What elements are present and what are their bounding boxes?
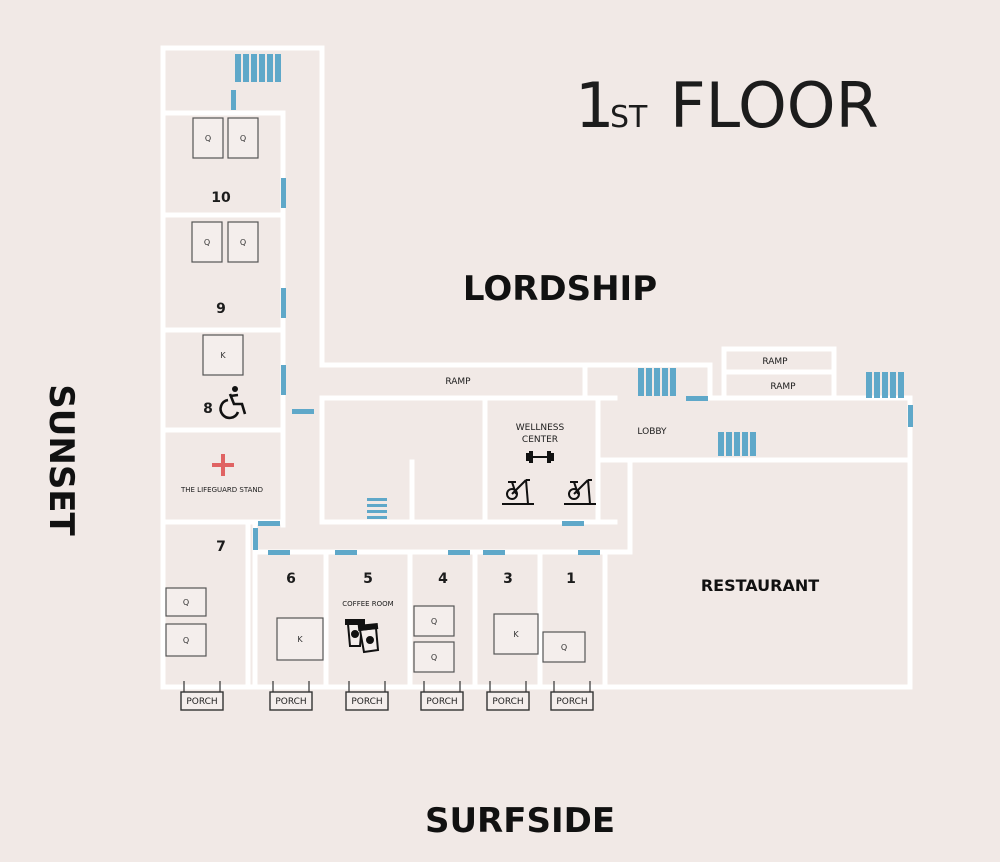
room-number: 4 bbox=[438, 571, 448, 587]
bed bbox=[202, 334, 244, 376]
room-number: 10 bbox=[211, 190, 231, 206]
doors bbox=[231, 90, 913, 555]
lifeguard-cross-icon bbox=[212, 454, 234, 476]
dumbbell-icon bbox=[526, 451, 554, 463]
room-1: 1 Q bbox=[542, 571, 586, 663]
room-number: 6 bbox=[286, 571, 296, 587]
stairs-icon bbox=[235, 54, 904, 519]
bed-type: Q bbox=[561, 643, 567, 652]
bed-type: K bbox=[220, 351, 226, 360]
bed bbox=[413, 641, 455, 673]
bed bbox=[276, 617, 324, 661]
porch-label: PORCH bbox=[492, 697, 523, 707]
bed-type: Q bbox=[205, 134, 211, 143]
street-sunset: SUNSET bbox=[41, 384, 81, 536]
bed bbox=[227, 117, 259, 159]
bed-type: Q bbox=[183, 636, 189, 645]
coffee-room-label: COFFEE ROOM bbox=[342, 600, 393, 608]
bed-type: Q bbox=[431, 653, 437, 662]
wellness-label-line1: WELLNESS bbox=[516, 423, 565, 433]
bed bbox=[165, 623, 207, 657]
bed bbox=[413, 605, 455, 637]
lobby-label: LOBBY bbox=[637, 427, 667, 437]
floor-title: 1 ST FLOOR bbox=[575, 69, 879, 142]
room-number: 5 bbox=[363, 571, 373, 587]
room-number: 1 bbox=[566, 571, 576, 587]
porch-label: PORCH bbox=[275, 697, 306, 707]
room-6: 6 K bbox=[276, 571, 324, 661]
room-10: 10 Q Q bbox=[192, 117, 259, 206]
room-3: 3 K bbox=[493, 571, 539, 655]
porch-4: PORCH bbox=[420, 681, 464, 711]
ramp-lower-label: RAMP bbox=[770, 382, 796, 392]
bed bbox=[227, 221, 259, 263]
coffee-cups-icon bbox=[345, 619, 380, 654]
room-4: 4 Q Q bbox=[413, 571, 455, 673]
room-number: 3 bbox=[503, 571, 513, 587]
porch-label: PORCH bbox=[351, 697, 382, 707]
bed-type: Q bbox=[204, 238, 210, 247]
accessible-icon bbox=[219, 386, 247, 420]
bed bbox=[165, 587, 207, 617]
exercise-bike-icon bbox=[564, 479, 596, 505]
street-surfside: SURFSIDE bbox=[425, 801, 615, 841]
floor-title-word: FLOOR bbox=[670, 69, 879, 142]
bed-type: Q bbox=[431, 617, 437, 626]
bed-type: Q bbox=[240, 238, 246, 247]
room-number: 7 bbox=[216, 539, 226, 555]
bed-type: K bbox=[513, 630, 519, 639]
restaurant-label: RESTAURANT bbox=[701, 576, 819, 595]
bed bbox=[542, 631, 586, 663]
porch-6: PORCH bbox=[269, 681, 313, 711]
floor-title-suffix: ST bbox=[610, 100, 648, 135]
porch-label: PORCH bbox=[426, 697, 457, 707]
porch-label: PORCH bbox=[186, 697, 217, 707]
porches: PORCH PORCH PORCH PORCH PORCH PORCH bbox=[180, 681, 594, 711]
porch-7: PORCH bbox=[180, 681, 224, 711]
exercise-bike-icon bbox=[502, 479, 534, 505]
room-8: 8 K bbox=[202, 334, 244, 417]
lifeguard-label: THE LIFEGUARD STAND bbox=[180, 486, 263, 494]
bed bbox=[493, 613, 539, 655]
porch-3: PORCH bbox=[486, 681, 530, 711]
porch-1: PORCH bbox=[550, 681, 594, 711]
room-number: 9 bbox=[216, 301, 226, 317]
ramp-main-label: RAMP bbox=[445, 377, 471, 387]
room-number: 8 bbox=[203, 401, 213, 417]
floor-title-number: 1 bbox=[575, 69, 614, 142]
porch-5: PORCH bbox=[345, 681, 389, 711]
ramp-upper-label: RAMP bbox=[762, 357, 788, 367]
bed bbox=[191, 221, 223, 263]
street-lordship: LORDSHIP bbox=[463, 269, 657, 309]
bed-type: Q bbox=[183, 598, 189, 607]
bed-type: K bbox=[297, 635, 303, 644]
room-7: 7 Q Q bbox=[165, 539, 226, 657]
wellness-label-line2: CENTER bbox=[522, 435, 558, 445]
bed bbox=[192, 117, 224, 159]
room-9: 9 Q Q bbox=[191, 221, 259, 317]
bed-type: Q bbox=[240, 134, 246, 143]
walls bbox=[160, 45, 913, 690]
porch-label: PORCH bbox=[556, 697, 587, 707]
room-5: 5 bbox=[363, 571, 373, 587]
